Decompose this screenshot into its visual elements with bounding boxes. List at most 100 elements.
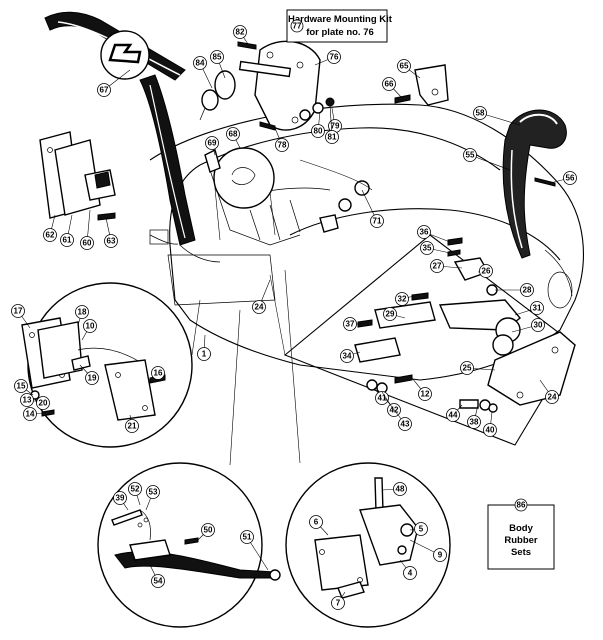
callout-number: 20	[39, 399, 48, 408]
callout-circle	[11, 304, 25, 318]
bracket-65	[394, 64, 449, 106]
hardware-kit-box: Hardware Mounting Kit for plate no. 76 7…	[286, 9, 393, 43]
callout-number: 17	[14, 307, 23, 316]
callout-circle	[479, 264, 493, 278]
callout-48: 48	[381, 482, 407, 496]
callout-number: 48	[396, 485, 405, 494]
callout-circle	[325, 130, 339, 144]
callout-circle	[545, 390, 559, 404]
callout-71: 71	[361, 189, 384, 228]
callout-circle	[340, 349, 354, 363]
callout-85: 85	[210, 50, 226, 79]
callout-circle	[467, 415, 481, 429]
callout-circle	[473, 106, 487, 120]
interior-handle-detail	[284, 269, 451, 628]
svg-text:77: 77	[293, 22, 302, 31]
callout-31: 31	[514, 301, 544, 316]
callout-number: 31	[533, 304, 542, 313]
callout-17: 17	[11, 304, 31, 329]
callout-circle	[60, 233, 74, 247]
remote-control-detail	[97, 309, 281, 628]
callout-number: 85	[213, 53, 222, 62]
callout-80: 80	[311, 111, 325, 138]
callout-circle	[370, 214, 384, 228]
striker-69	[204, 148, 221, 173]
callout-circle	[233, 25, 247, 39]
callout-number: 7	[336, 599, 341, 608]
callout-number: 43	[401, 420, 410, 429]
callout-number: 19	[88, 374, 97, 383]
callout-circle	[311, 124, 325, 138]
callout-circle	[83, 319, 97, 333]
callout-21: 21	[125, 414, 139, 433]
callout-43: 43	[384, 397, 412, 431]
callout-circle	[201, 523, 215, 537]
callout-number: 81	[328, 133, 337, 142]
callout-number: 76	[330, 53, 339, 62]
callout-number: 80	[314, 127, 323, 136]
callout-circle	[397, 59, 411, 73]
mounting-plate	[199, 40, 321, 131]
callout-40: 40	[483, 411, 497, 437]
callout-number: 60	[83, 239, 92, 248]
callout-circle	[75, 305, 89, 319]
callout-number: 63	[107, 237, 116, 246]
callout-circle	[14, 379, 28, 393]
callout-24: 24	[252, 279, 271, 314]
callout-36: 36	[417, 225, 451, 243]
callout-4: 4	[399, 559, 417, 580]
callout-number: 69	[208, 139, 217, 148]
callout-number: 67	[100, 86, 109, 95]
callout-circle	[417, 225, 431, 239]
callout-51: 51	[240, 530, 269, 571]
callout-32: 32	[395, 292, 415, 306]
callout-15: 15	[14, 379, 34, 396]
callout-number: 28	[523, 286, 532, 295]
callout-41: 41	[373, 387, 389, 405]
callout-circle	[327, 50, 341, 64]
callout-number: 68	[229, 130, 238, 139]
callout-number: 62	[46, 231, 55, 240]
callout-circle	[446, 408, 460, 422]
callout-circle	[128, 482, 142, 496]
body-rubber-line1: Body	[509, 523, 533, 534]
callout-circle	[125, 419, 139, 433]
callout-circle	[210, 50, 224, 64]
callout-circle	[97, 83, 111, 97]
callout-6: 6	[309, 515, 329, 536]
callout-65: 65	[397, 59, 421, 79]
callout-number: 66	[385, 80, 394, 89]
callout-9: 9	[409, 539, 447, 562]
callout-number: 30	[534, 321, 543, 330]
leader-line	[469, 154, 511, 171]
callout-circle	[226, 127, 240, 141]
callout-circle	[430, 259, 444, 273]
callout-number: 32	[398, 295, 407, 304]
callout-number: 38	[470, 418, 479, 427]
callout-81: 81	[325, 104, 339, 144]
callout-number: 56	[566, 174, 575, 183]
callout-number: 24	[548, 393, 557, 402]
callout-52: 52	[128, 482, 142, 506]
callout-27: 27	[430, 259, 463, 273]
callout-number: 26	[482, 267, 491, 276]
callout-number: 5	[419, 525, 424, 534]
callout-18: 18	[75, 305, 89, 326]
callout-circle	[403, 566, 417, 580]
callout-number: 1	[202, 350, 207, 359]
callout-60: 60	[80, 209, 94, 250]
callout-67: 67	[97, 69, 131, 97]
callout-28: 28	[495, 283, 534, 297]
callout-50: 50	[197, 523, 215, 541]
callout-number: 14	[26, 410, 35, 419]
callout-13: 13	[20, 393, 43, 407]
callout-number: 78	[278, 141, 287, 150]
callout-circle	[375, 391, 389, 405]
callout-circle	[393, 482, 407, 496]
callout-circle	[20, 393, 34, 407]
callout-circle	[80, 236, 94, 250]
callout-circle	[520, 283, 534, 297]
callout-circle	[382, 77, 396, 91]
callout-number: 84	[196, 59, 205, 68]
